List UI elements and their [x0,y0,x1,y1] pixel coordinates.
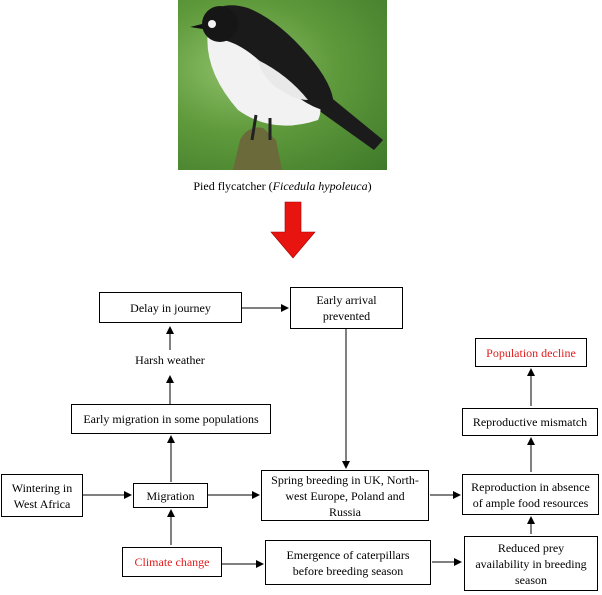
node-climate-change: Climate change [122,547,222,577]
node-early-arrival-prevented: Early arrival prevented [290,287,403,329]
bird-breast [207,30,321,126]
node-delay-in-journey: Delay in journey [99,292,242,323]
node-label: Climate change [134,555,210,569]
node-label: Wintering in West Africa [11,480,73,511]
pied-flycatcher-photo [178,0,387,170]
node-label: Early migration in some populations [83,412,259,426]
bird-head [202,6,238,42]
node-spring-breeding: Spring breeding in UK, North-west Europe… [261,470,429,521]
node-label: Reproduction in absence of ample food re… [471,479,590,510]
node-wintering: Wintering in West Africa [1,474,83,517]
node-label: Reduced prey availability in breeding se… [475,540,587,587]
node-label: Early arrival prevented [316,293,377,323]
node-label: Delay in journey [130,300,211,315]
bird-leg [250,114,258,141]
caption-prefix: Pied flycatcher ( [193,179,273,193]
bird-beak [190,24,203,29]
bird-wing-patch [258,60,308,100]
node-migration: Migration [133,483,208,508]
bird-back [206,5,334,112]
caption-suffix: ) [367,179,372,193]
node-harsh-weather: Harsh weather [110,353,230,368]
node-label: Spring breeding in UK, North-west Europe… [271,472,419,519]
node-label: Reproductive mismatch [472,415,588,429]
node-reduced-prey: Reduced prey availability in breeding se… [464,536,598,591]
big-down-arrow [270,201,316,259]
node-reproduction-absence: Reproduction in absence of ample food re… [462,474,599,515]
bird-tail [318,95,383,150]
node-reproductive-mismatch: Reproductive mismatch [462,408,598,436]
node-early-migration: Early migration in some populations [71,404,271,434]
node-label: Population decline [486,345,576,360]
caption-species: Ficedula hypoleuca [272,179,368,193]
photo-caption: Pied flycatcher (Ficedula hypoleuca) [150,179,415,194]
node-caterpillars: Emergence of caterpillars before breedin… [265,540,431,585]
node-population-decline: Population decline [475,338,587,367]
node-label: Migration [146,488,195,503]
bird-forehead [208,20,216,28]
bird-illustration [190,5,383,170]
node-label: Harsh weather [135,353,205,367]
node-label: Emergence of caterpillars before breedin… [286,547,410,578]
